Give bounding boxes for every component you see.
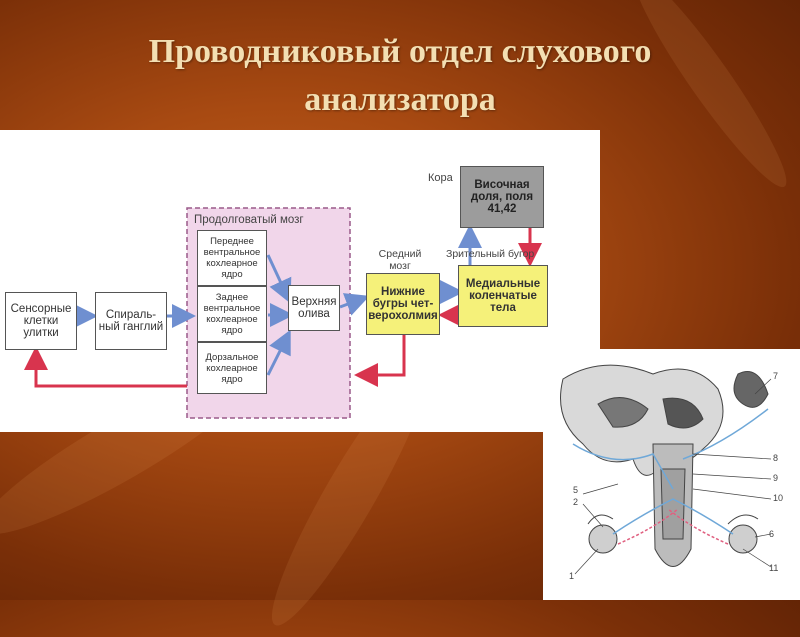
anatomy-label-10: 6: [769, 529, 775, 539]
title-line-1: Проводниковый отдел слухового: [148, 33, 652, 70]
cortex-label: Кора: [428, 172, 453, 184]
medulla-title: Продолговатый мозг: [194, 214, 304, 226]
anatomy-label-1: 1: [569, 571, 575, 581]
anterior-nucleus-box: Переднее вентральное кохлеарное ядро: [197, 230, 267, 286]
dorsal-nucleus-box: Дорзальное кохлеарное ядро: [197, 342, 267, 394]
anatomy-label-11: 11: [769, 563, 779, 573]
arrow-medulla-feedback: [24, 346, 187, 388]
thalamus-label: Зрительный бугор: [446, 248, 535, 260]
arrow-midbrain-feedback: [354, 335, 406, 387]
auditory-pathway-diagram: Сенсорные клетки улитки Спираль-ный ганг…: [0, 130, 600, 432]
sensory-cells-box: Сенсорные клетки улитки: [5, 292, 77, 350]
title-line-2: анализатора: [304, 81, 496, 118]
anatomy-label-8: 9: [773, 473, 779, 483]
spiral-ganglion-box: Спираль-ный ганглий: [95, 292, 167, 350]
anatomy-label-5: 5: [573, 485, 579, 495]
page-title: Проводниковый отдел слухового анализатор…: [0, 28, 800, 124]
superior-olive-box: Верхняя олива: [288, 285, 340, 331]
anatomy-label-9: 10: [773, 493, 784, 503]
arrow-anterior-to-olive: [266, 254, 292, 304]
inferior-colliculi-box: Нижние бугры чет-верохолмия: [366, 273, 440, 335]
temporal-lobe-box: Височная доля, поля 41,42: [460, 166, 544, 228]
brainstem-illustration: 7 8 9 10 5 2 6 11 1: [543, 349, 800, 600]
medial-geniculate-box: Медиальные коленчатые тела: [458, 265, 548, 327]
anatomy-label-7: 8: [773, 453, 779, 463]
anatomy-label-2: 2: [573, 497, 579, 507]
anatomy-label-6: 7: [773, 371, 779, 381]
midbrain-label: Средний мозг: [378, 248, 422, 272]
arrow-olive-to-midbrain: [339, 293, 370, 316]
arrow-dorsal-to-olive: [266, 329, 291, 376]
brainstem-drawing: [560, 364, 772, 575]
posterior-nucleus-box: Заднее вентральное кохлеарное ядро: [197, 286, 267, 342]
